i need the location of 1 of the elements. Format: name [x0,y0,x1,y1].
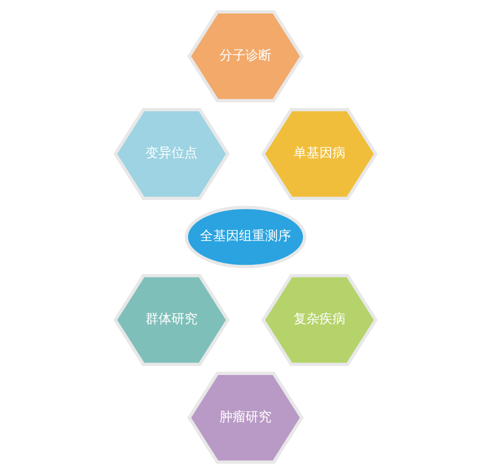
node-ellipse: 全基因组重测序 [184,206,306,268]
